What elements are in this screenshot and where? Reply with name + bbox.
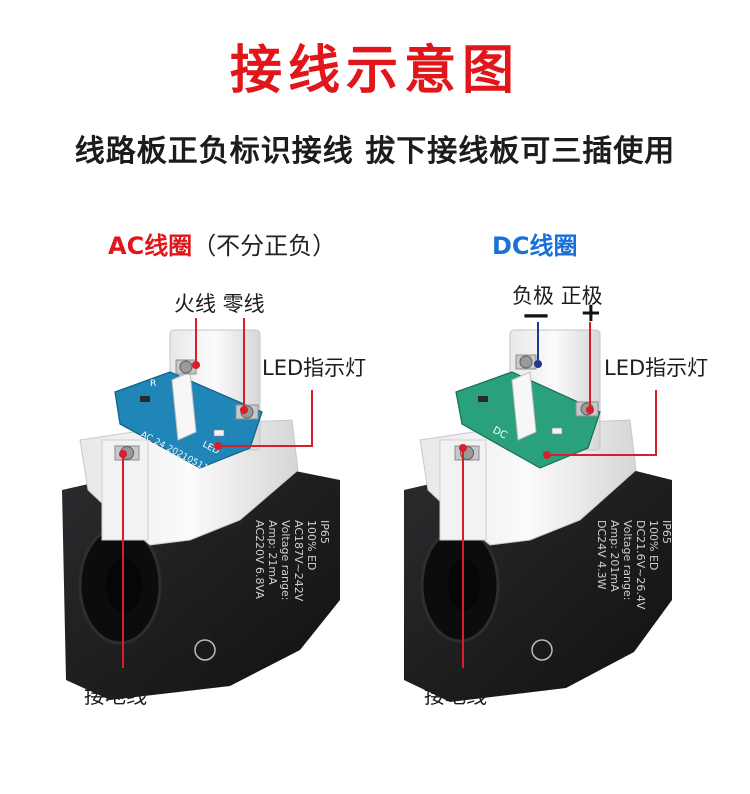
dc-negative-dot (534, 360, 542, 368)
dc-housing-line-3: Voltage range: (621, 520, 634, 600)
dc-ground-dot (459, 444, 467, 452)
ac-led-dot (214, 442, 222, 450)
dc-led-label: LED指示灯 (604, 356, 709, 380)
dc-housing-line-1: DC24V 4.3W (595, 520, 608, 590)
ac-live-neutral-label: 火线 零线 (174, 292, 265, 316)
ac-housing-line-3: Voltage range: (279, 520, 292, 600)
ac-housing-text: AC220V 6.8VA Amp: 21mA Voltage range: AC… (253, 520, 331, 602)
page-title: 接线示意图 (229, 41, 520, 101)
ac-coil-illustration: AC220V 6.8VA Amp: 21mA Voltage range: AC… (62, 318, 340, 700)
ac-terminal-live (175, 359, 197, 375)
ac-ce-mark (194, 639, 216, 661)
dc-housing-text: DC24V 4.3W Amp: 201mA Voltage range: DC2… (595, 520, 673, 610)
dc-coil-heading: DC线圈 (492, 232, 578, 260)
dc-led-dot (543, 451, 551, 459)
dc-terminal-ground (454, 445, 480, 461)
ac-ground-label: 接地线 (84, 684, 147, 708)
ac-pcb-resistor (140, 396, 150, 402)
dc-minus-sign: — (523, 300, 549, 330)
dc-terminal-negative (515, 354, 537, 370)
dc-coil-illustration: DC24V 4.3W Amp: 201mA Voltage range: DC2… (404, 322, 673, 702)
ac-coil-heading-note: （不分正负） (192, 232, 337, 260)
page-subtitle: 线路板正负标识接线 拔下接线板可三插使用 (74, 134, 676, 169)
dc-ground-label: 接地线 (424, 684, 487, 708)
ac-live-dot (192, 361, 200, 369)
ac-coil-heading-main: AC线圈 (108, 232, 193, 260)
dc-neg-pos-label: 负极 正极 (512, 284, 603, 308)
ac-housing-line-5: 100% ED (305, 520, 318, 570)
ac-pcb-led-chip (213, 429, 225, 437)
ac-led-label: LED指示灯 (262, 356, 367, 380)
ac-housing-line-2: Amp: 21mA (266, 520, 279, 585)
ac-pcb-r-label: R (150, 379, 156, 389)
dc-led-pointer (547, 390, 657, 456)
dc-pointer-lines (462, 322, 657, 668)
ac-coil-heading: AC线圈（不分正负） (108, 226, 336, 261)
dc-ce-mark (531, 639, 553, 661)
ac-terminal-ground (114, 445, 140, 461)
dc-plus-sign: + (580, 298, 602, 328)
ac-housing-line-6: IP65 (318, 520, 331, 544)
dc-positive-dot (586, 406, 594, 414)
ac-center-pin (171, 371, 197, 441)
dc-pcb-resistor (478, 396, 488, 402)
ac-housing-line-1: AC220V 6.8VA (253, 520, 266, 599)
dc-housing-line-6: IP65 (660, 520, 673, 544)
dc-housing-line-5: 100% ED (647, 520, 660, 570)
dc-pcb-led-chip (551, 427, 563, 435)
dc-center-pin (511, 371, 537, 441)
dc-housing-line-4: DC21.6V~26.4V (634, 520, 647, 610)
dc-housing-line-2: Amp: 201mA (608, 520, 621, 592)
ac-led-pointer (218, 390, 313, 447)
ac-housing-line-4: AC187V~242V (292, 520, 305, 602)
ac-ground-dot (119, 450, 127, 458)
ac-neutral-dot (240, 406, 248, 414)
ac-pointer-lines (122, 318, 313, 668)
